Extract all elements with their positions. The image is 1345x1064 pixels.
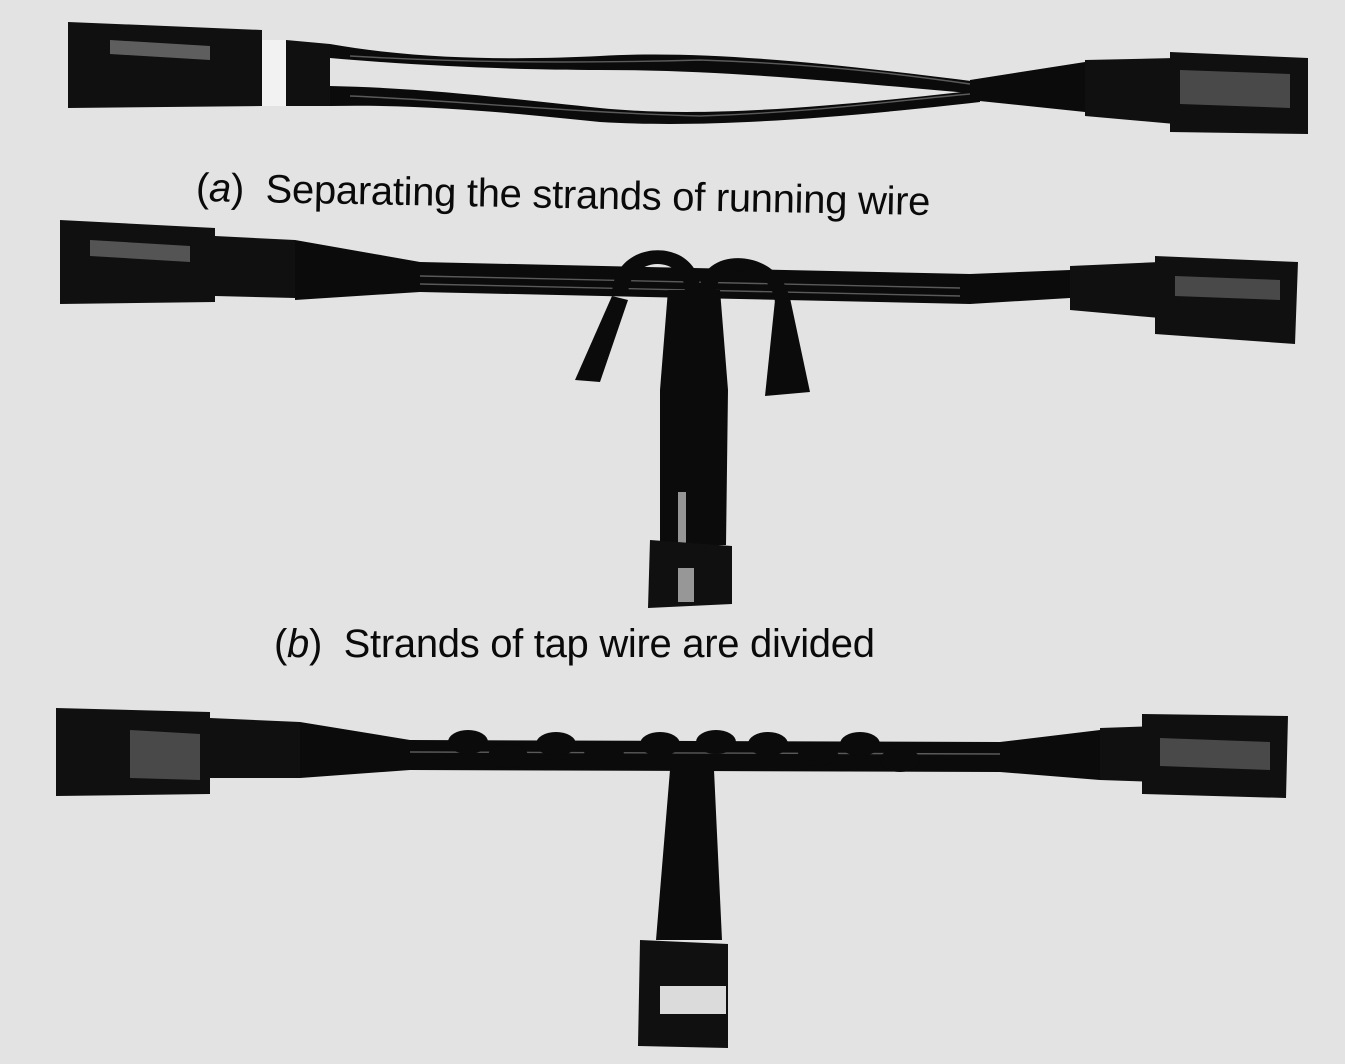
caption-a-tag: (a): [195, 166, 245, 211]
panel-a-separated-strands: [330, 44, 980, 124]
caption-b-text: Strands of tap wire are divided: [343, 622, 875, 666]
caption-a-letter: a: [208, 166, 232, 211]
panel-a-right-insulation: [970, 52, 1308, 134]
caption-b-letter: b: [287, 622, 309, 666]
panel-b-divided-tap-strands: [575, 250, 810, 608]
panel-a-running-wire: [68, 22, 1308, 134]
panel-b-tap-wire: [60, 220, 1298, 608]
panel-b-left-insulation: [60, 220, 295, 304]
panel-a-left-insulation: [68, 22, 330, 108]
panel-c-wrapped-turns: [448, 730, 920, 772]
panel-c-right-insulation: [1100, 714, 1288, 798]
panel-c-completed-tap: [56, 708, 1288, 1048]
panel-b-right-insulation: [1070, 256, 1298, 344]
caption-b: (b) Strands of tap wire are divided: [274, 622, 875, 667]
panel-c-left-insulation: [56, 708, 300, 796]
panel-c-tap-wire: [638, 770, 728, 1048]
caption-b-tag: (b): [274, 622, 323, 666]
